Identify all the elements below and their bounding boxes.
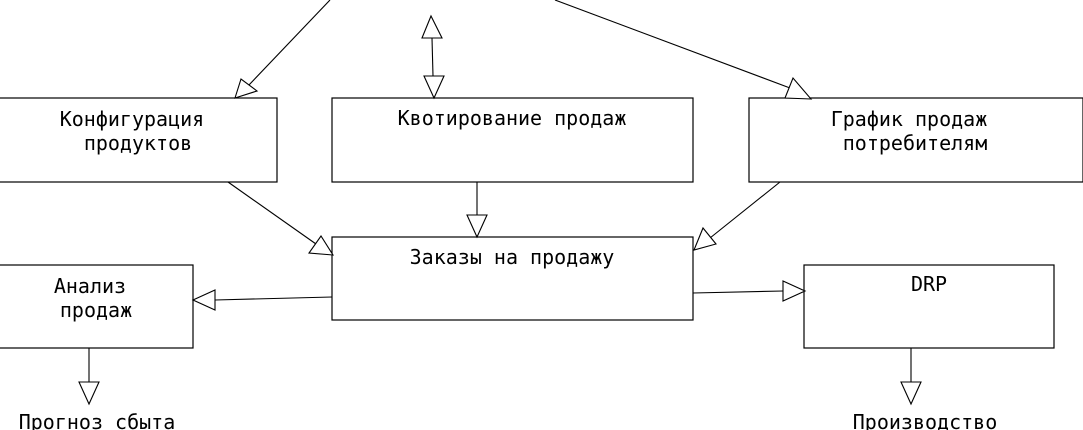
arrowhead-quoting-to-orders [466, 214, 488, 239]
box-product-configuration [0, 97, 278, 183]
arrowhead-quoting-up [421, 14, 443, 39]
label-production: Производство [853, 410, 998, 430]
arrowhead-schedule-to-orders [693, 226, 717, 251]
connector-quoting-bidirectional [431, 37, 434, 77]
arrowhead-quoting-down [423, 75, 445, 100]
arrowhead-orders-to-drp [782, 280, 807, 302]
box-sales-analysis [0, 264, 194, 349]
box-sales-quoting [331, 97, 694, 183]
label-sales-schedule: График продаж потребителям [831, 107, 1000, 155]
arrowhead-drp-to-production [900, 381, 922, 406]
label-sales-forecast: Прогноз сбыта [19, 410, 176, 430]
connector-orders-to-analysis [214, 296, 333, 301]
connector-orders-to-drp [692, 290, 784, 294]
arrowhead-config-to-orders [307, 235, 335, 256]
arrowhead-to-configuration [234, 78, 259, 99]
label-sales-quoting: Квотирование продаж [398, 106, 627, 130]
box-drp [803, 264, 1055, 349]
box-sales-orders [331, 236, 694, 321]
arrowhead-orders-to-analysis [191, 289, 216, 311]
arrowhead-to-schedule [784, 76, 813, 100]
label-drp: DRP [911, 272, 947, 296]
arrowhead-analysis-to-forecast [78, 381, 100, 406]
label-product-configuration: Конфигурация продуктов [60, 107, 217, 155]
label-sales-analysis: Анализ продаж [54, 274, 138, 322]
connector-schedule-to-orders [709, 181, 781, 239]
box-sales-schedule [748, 97, 1083, 183]
connector-top-to-configuration [247, 0, 331, 87]
connector-top-to-schedule [554, 0, 791, 89]
connector-configuration-to-orders [227, 181, 317, 245]
label-sales-orders: Заказы на продажу [410, 245, 615, 269]
